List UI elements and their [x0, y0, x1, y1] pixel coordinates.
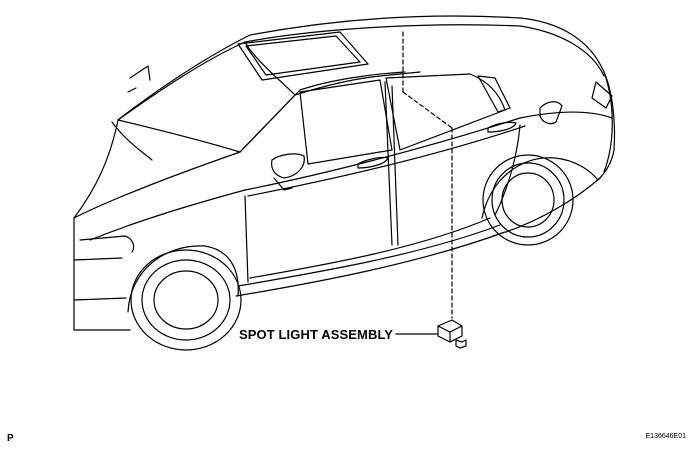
location-leader-dashed — [403, 32, 452, 318]
spot-light-assembly-label: SPOT LIGHT ASSEMBLY — [239, 327, 394, 342]
figure-id-label: E136646E01 — [645, 433, 686, 440]
front-wheel — [131, 250, 241, 350]
corner-code-label: P — [7, 433, 14, 444]
car-body — [74, 16, 615, 330]
spot-light-assembly-part — [438, 320, 466, 348]
rear-wheel — [483, 155, 573, 245]
